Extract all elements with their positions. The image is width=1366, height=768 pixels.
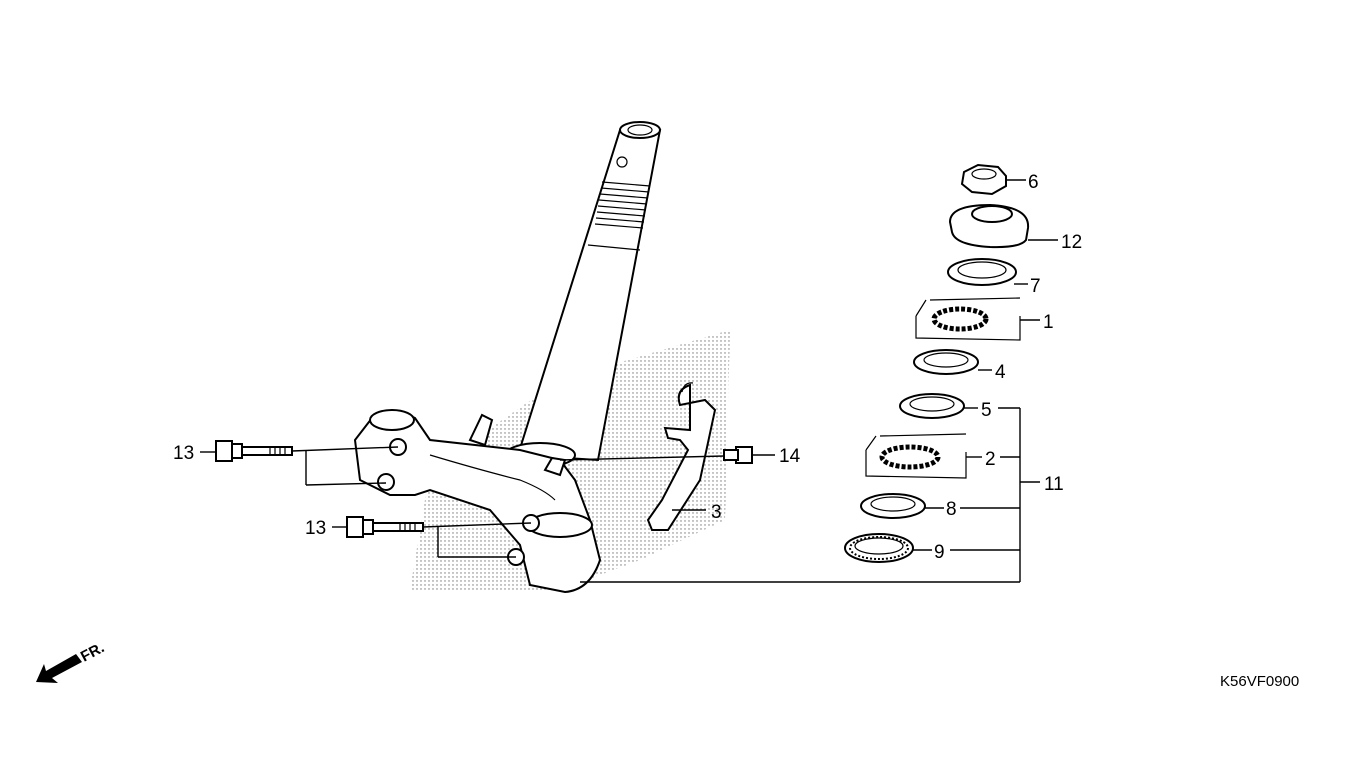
part-2-balls <box>865 433 967 479</box>
part-6-nut <box>960 163 1007 196</box>
callout-2: 2 <box>985 449 996 470</box>
front-arrow-icon <box>36 654 82 683</box>
callout-7: 7 <box>1030 276 1041 297</box>
part-8-race <box>860 493 926 519</box>
front-indicator-label: FR. <box>78 639 107 665</box>
callout-5: 5 <box>981 400 992 421</box>
callout-6: 6 <box>1028 172 1039 193</box>
part-1-balls <box>915 297 1021 341</box>
callout-1: 1 <box>1043 312 1054 333</box>
callout-14: 14 <box>779 446 801 467</box>
diagram-code: K56VF0900 <box>1220 673 1299 690</box>
callout-13-lower: 13 <box>305 518 326 539</box>
callout-11: 11 <box>1044 474 1064 495</box>
bolt-13-lower <box>346 516 424 538</box>
part-5-race <box>899 393 965 419</box>
part-9-seal <box>844 533 914 563</box>
callout-4: 4 <box>995 362 1006 383</box>
callout-9: 9 <box>934 542 945 563</box>
callout-12: 12 <box>1061 232 1082 253</box>
bolt-14 <box>723 446 753 464</box>
callout-13-upper: 13 <box>173 443 194 464</box>
bolt-13-upper <box>215 440 293 462</box>
part-12-cone <box>948 203 1030 249</box>
part-4-race <box>913 349 979 375</box>
part-3-bracket <box>646 382 717 531</box>
callout-3: 3 <box>711 502 722 523</box>
callout-8: 8 <box>946 499 957 520</box>
leader-lines <box>200 179 1058 583</box>
part-7-race <box>947 258 1017 286</box>
bottom-bridge <box>353 409 602 594</box>
